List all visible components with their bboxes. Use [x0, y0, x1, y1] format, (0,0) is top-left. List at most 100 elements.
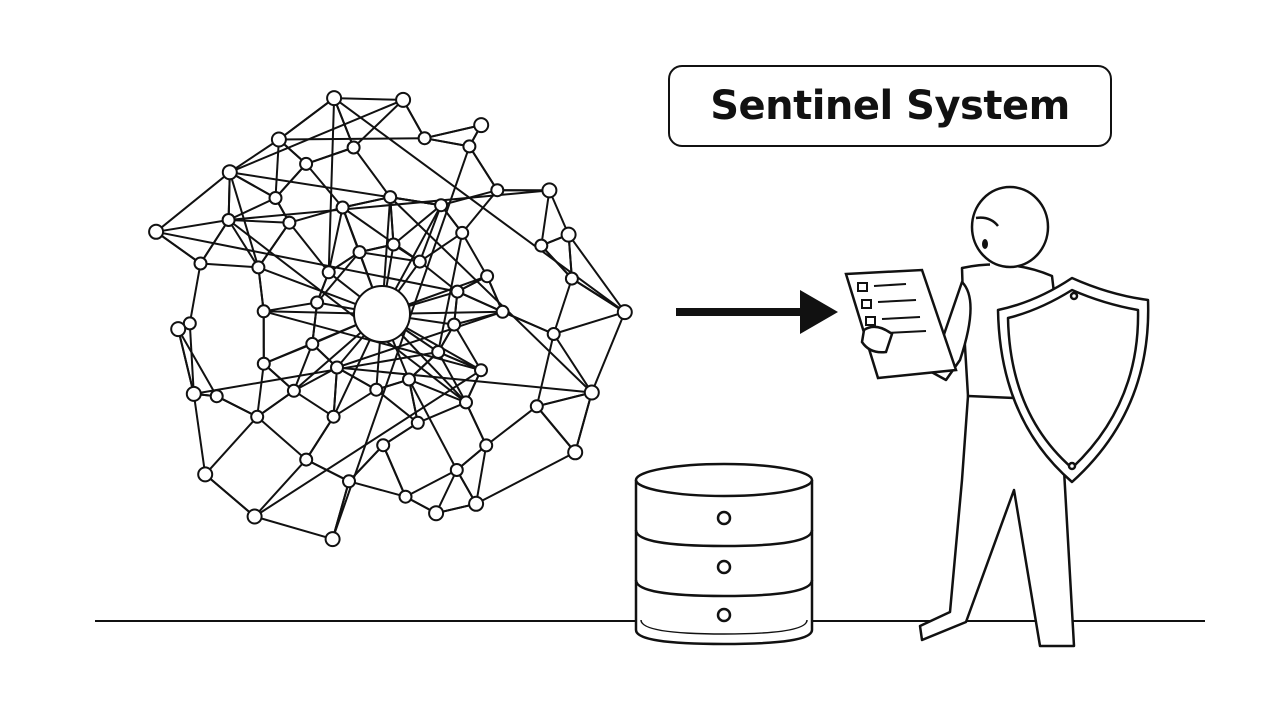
network-edge [263, 301, 318, 313]
network-node [221, 164, 238, 181]
network-edge [193, 351, 439, 395]
network-node [450, 284, 465, 299]
network-edge [333, 97, 355, 148]
network-node [326, 409, 341, 424]
network-edge [155, 230, 458, 293]
network-edge [227, 219, 260, 268]
network-edge [204, 473, 256, 518]
network-edge [552, 278, 573, 335]
head [970, 185, 1050, 269]
network-edge [229, 138, 280, 174]
network-node [193, 256, 208, 271]
network-node [148, 223, 165, 240]
network-node [459, 395, 473, 410]
network-edge [475, 451, 576, 505]
network-edge [332, 367, 338, 417]
network-node [251, 260, 266, 275]
network-edge [254, 515, 333, 541]
network-edge [293, 389, 335, 418]
network-edge [256, 363, 265, 417]
network-edge [461, 189, 499, 234]
network-edge [229, 171, 276, 199]
network-edge [305, 146, 354, 165]
network-edge [408, 379, 458, 471]
network-edge [292, 343, 314, 392]
network-edge [199, 219, 230, 265]
network-edge [192, 393, 207, 475]
network-edge [424, 137, 470, 148]
network-edge [216, 395, 258, 418]
network-edge [334, 97, 404, 101]
network-edge [227, 219, 467, 404]
checklist-document-icon [844, 268, 958, 380]
network-node [583, 384, 600, 401]
network-edge [352, 146, 392, 198]
network-node [310, 295, 325, 310]
network-node [616, 304, 633, 321]
network-edge [155, 230, 202, 265]
network-edge [327, 98, 336, 273]
network-node [417, 131, 432, 146]
network-node [434, 198, 449, 213]
network-edge [204, 416, 258, 476]
network-edge [155, 219, 229, 233]
network-node [246, 508, 263, 525]
network-node [534, 238, 549, 253]
network-edge [424, 124, 482, 140]
network-node [185, 385, 202, 402]
network-edge [389, 196, 593, 394]
network-edge [408, 378, 467, 404]
network-node [282, 215, 297, 230]
network-node [335, 200, 350, 215]
network-edge [188, 263, 202, 324]
network-edge [574, 392, 593, 453]
network-node [270, 131, 287, 148]
network-edge [359, 251, 420, 263]
network-node [369, 382, 384, 397]
network-edge [316, 251, 361, 304]
shield-icon [996, 276, 1150, 484]
network-node [410, 415, 425, 430]
network-node [383, 190, 398, 205]
network-edge [453, 324, 482, 371]
network-edge [348, 480, 406, 498]
network-node [256, 356, 271, 371]
diagram-title: Sentinel System [710, 83, 1070, 129]
network-edge [342, 196, 391, 209]
network-node [462, 139, 477, 154]
network-edge [465, 401, 488, 446]
network-edge [228, 197, 276, 221]
title-box: Sentinel System [668, 65, 1112, 147]
network-node [346, 140, 361, 155]
network-node [490, 183, 505, 198]
network-edge [352, 99, 404, 149]
network-node [567, 444, 584, 461]
network-edge [567, 234, 626, 313]
network-edge [229, 98, 404, 174]
network-node [256, 304, 271, 319]
network-node [299, 156, 314, 171]
network-node [209, 389, 224, 404]
network-node [560, 226, 577, 243]
network-edge [461, 232, 488, 277]
network-edge [548, 190, 570, 235]
network-edge [278, 137, 425, 141]
network-node [326, 90, 343, 107]
network-node [376, 438, 391, 453]
network-edge [382, 444, 407, 498]
network-edge [331, 146, 471, 540]
network-edge [336, 366, 377, 391]
network-edge [256, 416, 307, 461]
network-edge [177, 328, 218, 397]
network-node [321, 265, 336, 280]
network-edge [274, 139, 280, 199]
network-node [541, 182, 558, 199]
network-node [250, 409, 265, 424]
network-hub [353, 285, 411, 343]
network-node [170, 321, 187, 338]
network-node [402, 372, 416, 387]
network-node [197, 466, 214, 483]
network-node [330, 360, 344, 375]
network-node [455, 225, 470, 240]
